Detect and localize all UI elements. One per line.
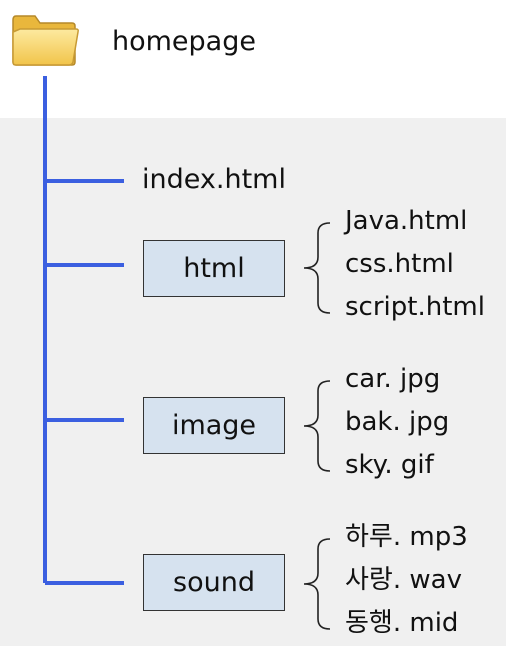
child-file: 사랑. wav <box>345 565 462 595</box>
folder-html-label: html <box>183 253 245 284</box>
child-file: 동행. mid <box>345 608 459 638</box>
child-file: script.html <box>345 292 485 322</box>
brace-image <box>303 380 331 472</box>
folder-html: html <box>143 240 285 297</box>
folder-image-children: car. jpg bak. jpg sky. gif <box>345 358 449 487</box>
child-file: sky. gif <box>345 450 434 480</box>
brace-html <box>303 222 331 314</box>
folder-sound-children: 하루. mp3 사랑. wav 동행. mid <box>345 516 468 645</box>
folder-sound-label: sound <box>173 567 255 598</box>
folder-image: image <box>143 397 285 454</box>
folder-html-children: Java.html css.html script.html <box>345 200 485 329</box>
child-file: 하루. mp3 <box>345 522 468 552</box>
root-folder-label: homepage <box>112 26 256 57</box>
folder-icon <box>12 15 79 66</box>
child-file: bak. jpg <box>345 407 450 437</box>
brace-sound <box>303 538 331 630</box>
child-file: Java.html <box>345 206 468 236</box>
folder-image-label: image <box>171 410 257 441</box>
file-index-html: index.html <box>142 164 286 195</box>
folder-sound: sound <box>143 554 285 611</box>
child-file: car. jpg <box>345 364 441 394</box>
child-file: css.html <box>345 249 454 279</box>
